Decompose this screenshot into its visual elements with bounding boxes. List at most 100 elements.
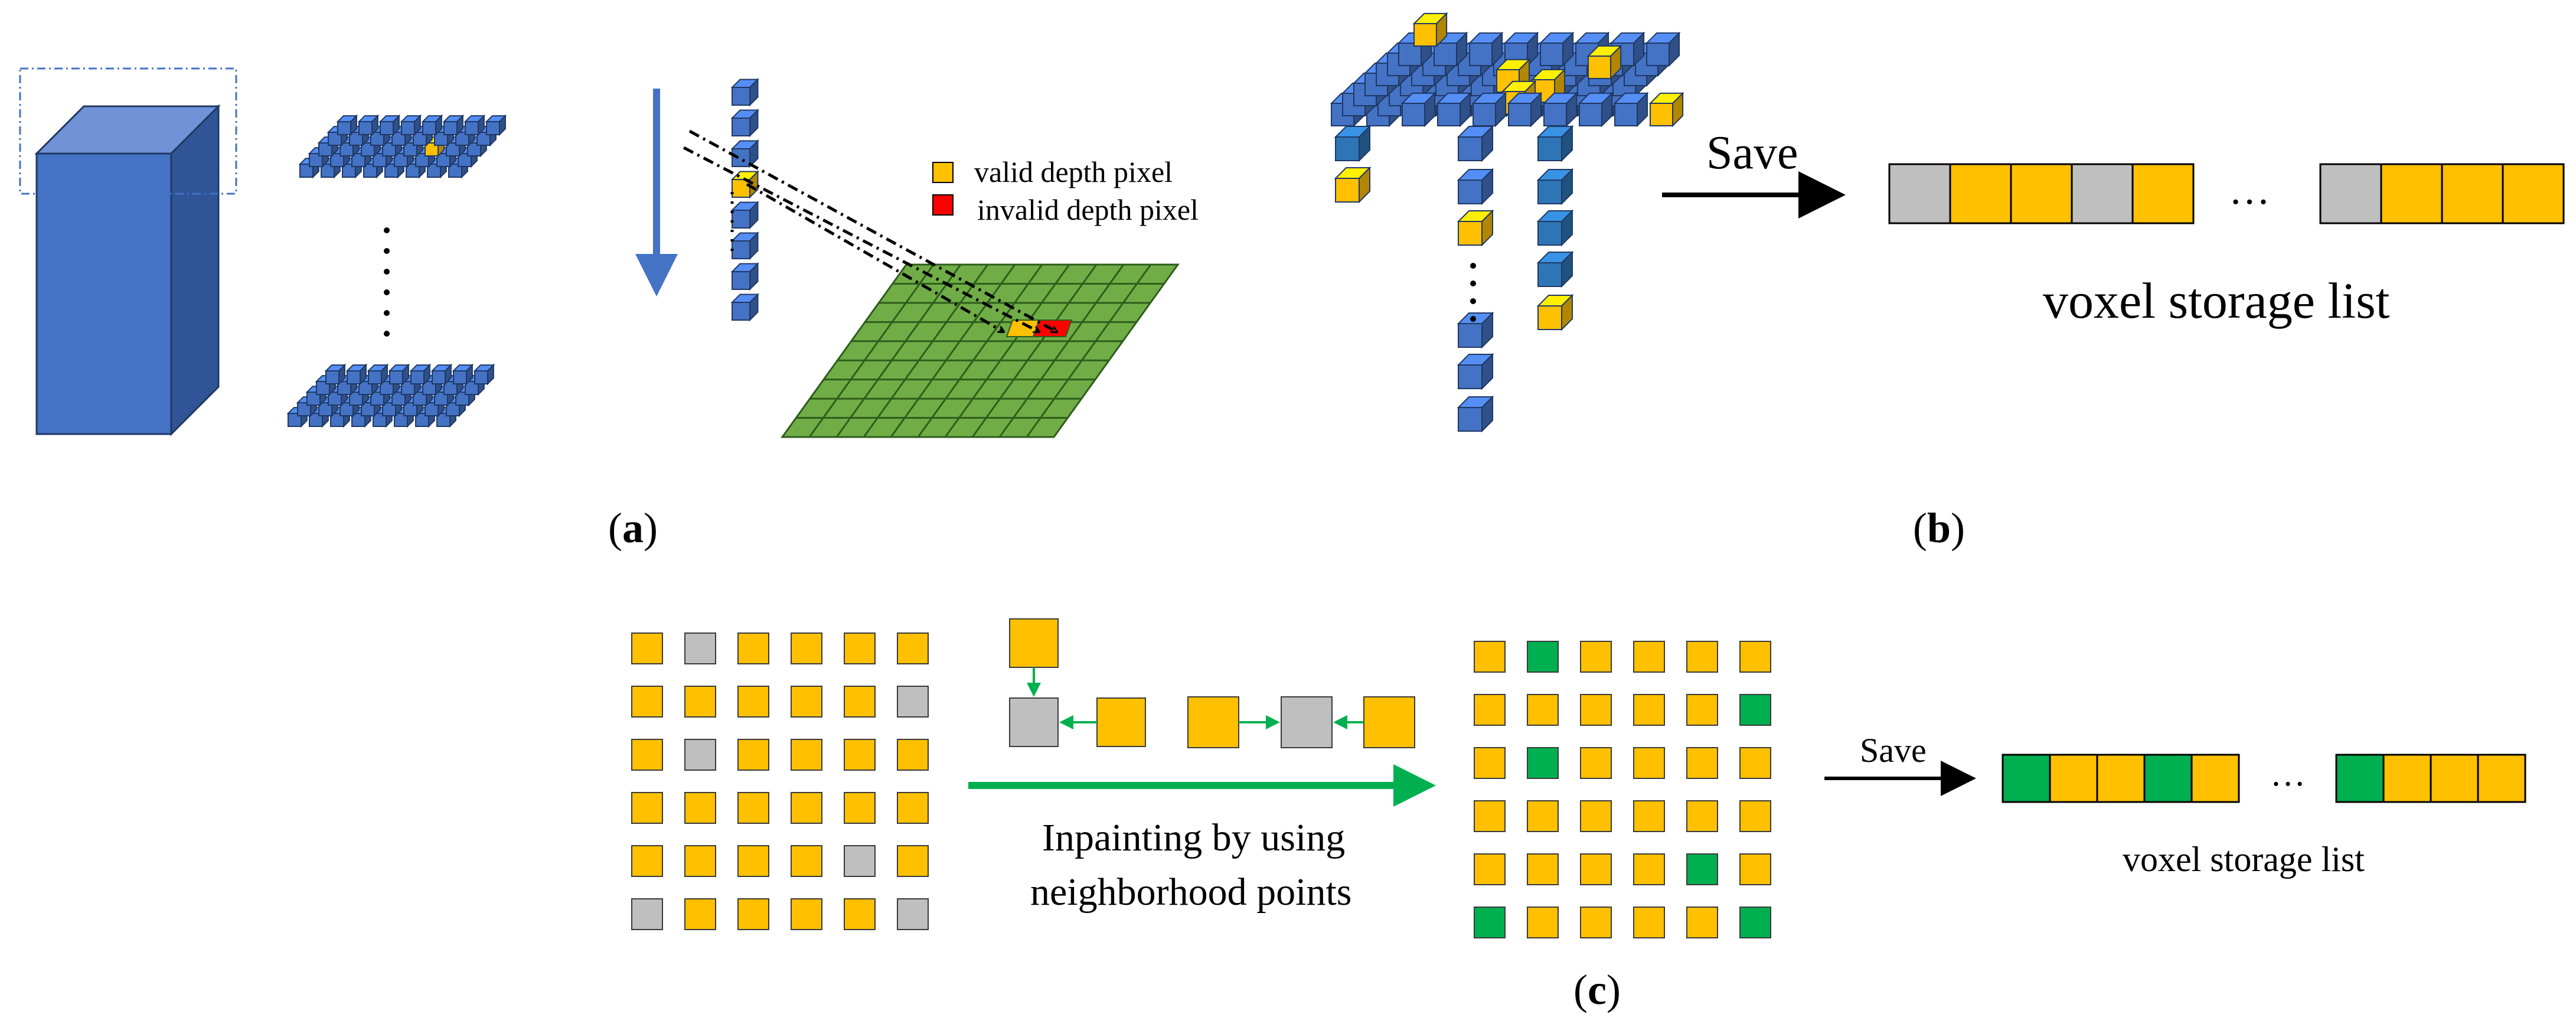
valid-cell <box>1527 694 1559 726</box>
missing-cell <box>844 845 876 877</box>
valid-cell <box>791 686 822 718</box>
valid-cell <box>1527 853 1559 885</box>
valid-cell <box>631 739 663 771</box>
save-label-c: Save <box>1860 731 1927 770</box>
voxel-cube <box>730 201 759 230</box>
missing-cell <box>897 898 929 930</box>
valid-cell <box>1633 747 1665 779</box>
voxel-cube <box>1457 209 1494 247</box>
voxel-cube <box>378 114 401 136</box>
voxel-cube <box>1536 250 1574 288</box>
missing-cell <box>897 686 929 718</box>
volume-block <box>34 104 221 436</box>
voxel-cube <box>1648 92 1684 128</box>
inpainted-cell <box>1739 694 1771 726</box>
storage-cell-yellow <box>1949 163 2012 224</box>
voxel-cube <box>1334 166 1372 204</box>
valid-cell <box>1686 800 1718 832</box>
voxel-cube <box>730 170 759 199</box>
valid-cell <box>1686 747 1718 779</box>
legend: valid depth pixel invalid depth pixel <box>932 155 1199 226</box>
valid-cell <box>791 792 822 824</box>
voxel-cube <box>357 114 380 136</box>
valid-cell <box>791 845 822 877</box>
voxel-cube <box>730 78 759 107</box>
valid-cell <box>1686 641 1718 673</box>
voxel-cube <box>442 114 465 136</box>
inpainted-cell <box>1739 907 1771 938</box>
voxel-cube <box>1507 92 1543 128</box>
valid-cell <box>897 632 929 664</box>
voxel-cube <box>1542 92 1578 128</box>
valid-cell <box>1527 800 1559 832</box>
valid-cell <box>1633 853 1665 885</box>
voxel-storage-list-b <box>1888 163 2565 224</box>
valid-cell <box>684 686 716 718</box>
voxel-cube <box>305 384 328 407</box>
valid-cell <box>737 845 769 877</box>
missing-cell <box>684 739 716 771</box>
valid-cell <box>791 739 822 771</box>
voxel-cube <box>452 363 474 386</box>
save-label-b: Save <box>1706 127 1798 179</box>
valid-cell <box>631 845 663 877</box>
inpainted-cell <box>1527 747 1559 779</box>
voxel-cube <box>1436 92 1472 128</box>
valid-cell <box>1474 694 1506 726</box>
valid-cell <box>791 898 822 930</box>
voxel-cube <box>1645 31 1681 67</box>
grid-before-inpainting <box>631 632 929 930</box>
valid-cell <box>737 739 769 771</box>
valid-cell <box>1580 747 1612 779</box>
valid-cell <box>1527 907 1559 938</box>
valid-cell <box>684 845 716 877</box>
list-ellipsis-c: … <box>2270 754 2306 793</box>
valid-cell <box>1633 907 1665 938</box>
voxel-cube <box>730 293 759 322</box>
panel-c-label: (c) <box>1573 966 1621 1013</box>
valid-cell <box>737 686 769 718</box>
valid-cell <box>1474 641 1506 673</box>
projection-rays <box>683 129 1057 332</box>
voxel-cube <box>1457 125 1494 162</box>
list-caption-b: voxel storage list <box>2043 272 2390 329</box>
valid-cell <box>1739 853 1771 885</box>
voxel-cube <box>1536 294 1574 331</box>
voxel-cube <box>1578 92 1614 128</box>
inpainted-cell <box>1474 907 1506 938</box>
voxel-cube <box>1468 31 1504 67</box>
voxel-cube <box>730 109 759 138</box>
valid-cell <box>737 898 769 930</box>
voxel-cube <box>409 363 432 386</box>
panel-a-label: (a) <box>608 504 658 552</box>
neighbor-illustration <box>1009 618 1415 748</box>
voxel-cube <box>1412 12 1448 48</box>
voxel-cube <box>730 139 759 168</box>
voxel-cube <box>345 363 368 386</box>
selection-bbox <box>19 67 237 195</box>
voxel-cube <box>367 363 389 386</box>
voxel-cube <box>1613 92 1649 128</box>
voxel-cube <box>1457 168 1494 206</box>
voxel-cube <box>324 363 347 386</box>
column-ellipsis <box>1470 263 1476 322</box>
valid-cell <box>897 739 929 771</box>
voxel-cube <box>485 114 507 136</box>
voxel-cube <box>1457 353 1494 390</box>
voxel-cube <box>1536 209 1574 247</box>
valid-cell <box>1580 907 1612 938</box>
storage-cell-yellow <box>2010 163 2073 224</box>
voxel-cube <box>730 262 759 291</box>
valid-cell <box>844 792 876 824</box>
voxel-storage-list-c <box>2002 754 2526 803</box>
voxel-cube <box>421 114 443 136</box>
storage-cell-yellow <box>2382 754 2432 803</box>
legend-invalid-label: invalid depth pixel <box>977 193 1199 226</box>
valid-cell <box>1580 853 1612 885</box>
valid-cell <box>1580 694 1612 726</box>
list-caption-c: voxel storage list <box>2123 840 2365 879</box>
storage-cell-yellow <box>2190 754 2240 803</box>
valid-cell <box>897 845 929 877</box>
valid-cell <box>1739 800 1771 832</box>
